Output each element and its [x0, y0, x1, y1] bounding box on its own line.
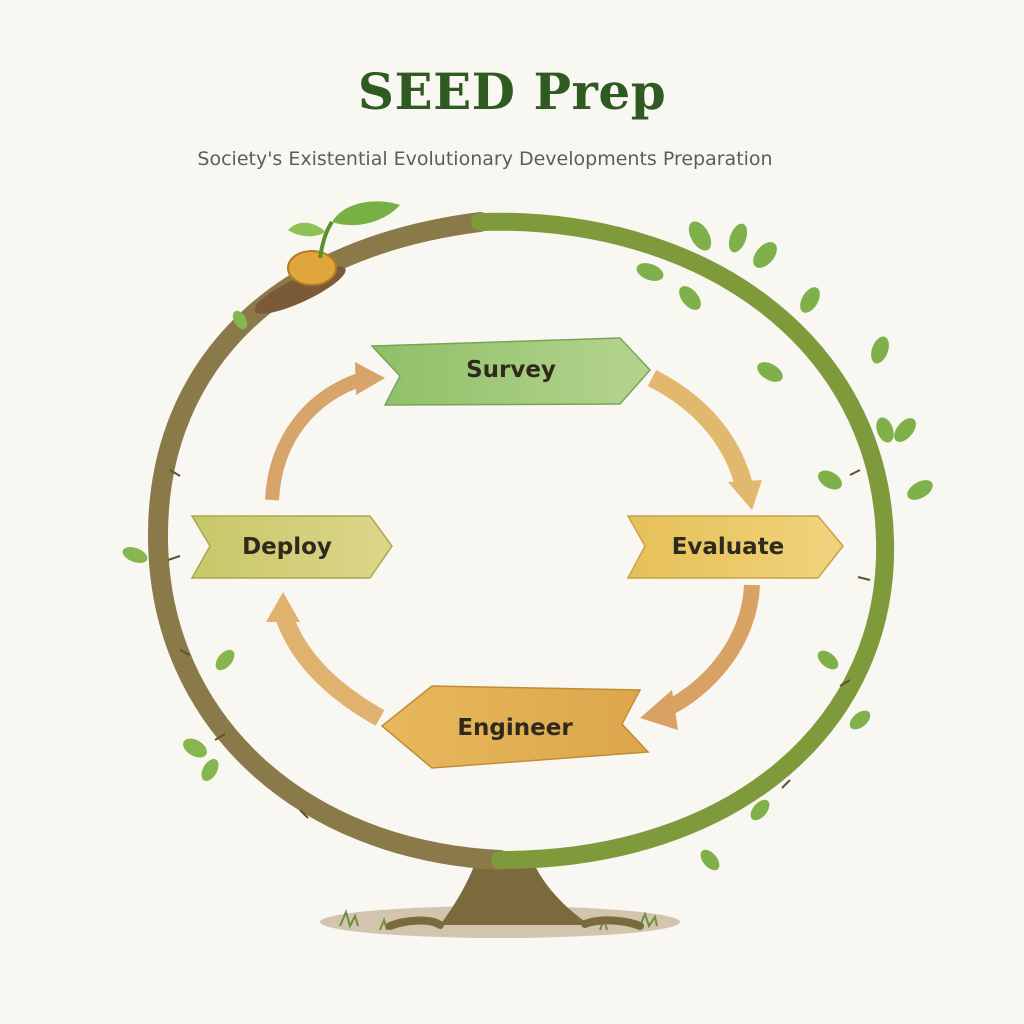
leaf-cluster-right — [636, 221, 933, 871]
arrowhead-engineer — [640, 690, 678, 730]
step-deploy: Deploy — [190, 515, 393, 579]
banner-engineer — [380, 685, 650, 769]
sprout-leaf-left-icon — [288, 222, 326, 237]
connector-engineer-deploy — [273, 607, 385, 726]
banner-survey — [370, 337, 652, 406]
step-engineer: Engineer — [380, 685, 650, 769]
step-label-engineer: Engineer — [457, 715, 573, 741]
sprout-stem — [318, 220, 334, 259]
bark-texture — [167, 469, 871, 819]
connector-survey-evaluate — [647, 369, 754, 493]
banner-deploy — [190, 515, 393, 579]
arrowhead-survey — [355, 362, 385, 395]
sprout-leaf-right-icon — [332, 201, 400, 226]
leaf-cluster-left — [122, 310, 248, 781]
tree-root-left — [386, 916, 444, 930]
step-label-deploy: Deploy — [242, 534, 332, 560]
diagram-title: SEED Prep — [357, 62, 667, 121]
step-label-evaluate: Evaluate — [672, 534, 785, 560]
step-survey: Survey — [370, 337, 652, 406]
seed-icon — [287, 250, 337, 286]
banner-evaluate — [626, 515, 844, 579]
tree-root-right — [581, 916, 644, 930]
tree-ring-right — [471, 212, 895, 869]
diagram-subtitle: Society's Existential Evolutionary Devel… — [197, 148, 773, 170]
grass-tufts — [339, 909, 658, 931]
step-label-survey: Survey — [466, 357, 556, 383]
cycle-connectors — [265, 362, 762, 730]
tree-trunk — [440, 855, 590, 925]
step-evaluate: Evaluate — [626, 515, 844, 579]
connector-deploy-survey — [265, 371, 368, 501]
arrowhead-evaluate — [728, 480, 762, 510]
arrowhead-deploy — [266, 592, 300, 622]
connector-evaluate-engineer — [656, 584, 760, 720]
